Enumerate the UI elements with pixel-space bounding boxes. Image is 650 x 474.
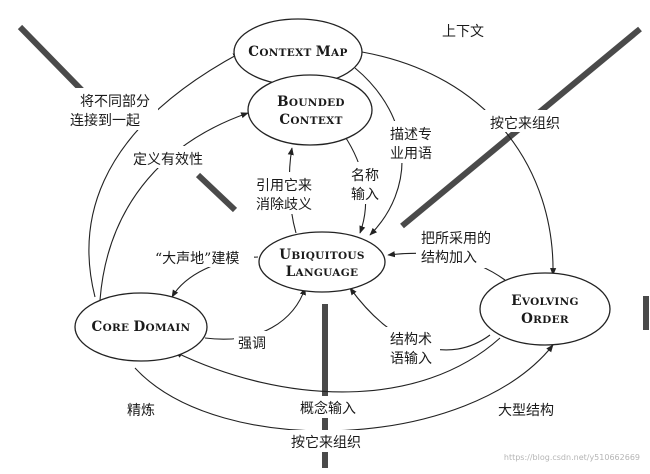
label-big-voice-model: “大声地”建模	[155, 251, 239, 267]
region-labels: 上下文 精炼 大型结构	[127, 24, 554, 419]
region-label-refine: 精炼	[127, 403, 155, 419]
label-connect-parts-line2: 连接到一起	[70, 112, 140, 129]
node-ubiquitous-language: UBIQUITOUS LANGUAGE	[258, 231, 386, 293]
edge-corecontext-map	[88, 52, 241, 298]
edge-core-ubiq	[204, 287, 306, 340]
ubiquitous-language-label-line2: LANGUAGE	[286, 264, 359, 280]
evolving-order-label-line1: EVOLVING	[511, 293, 579, 309]
label-name-input-line2: 输入	[351, 187, 379, 203]
label-organize-by-it-bottom: 按它来组织	[291, 434, 361, 451]
node-bounded-context: BOUNDED CONTEXT	[247, 74, 373, 146]
label-name-input-line1: 名称	[351, 168, 379, 184]
bounded-context-label-line2: CONTEXT	[279, 112, 342, 128]
edge-labels: 将不同部分 连接到一起 定义有效性 引用它来 消除歧义 描述专 业用语 名称 输…	[62, 88, 570, 452]
bounded-context-label-line1: BOUNDED	[277, 94, 345, 110]
label-concept-input: 概念输入	[300, 400, 356, 417]
node-core-domain: CORE DOMAIN	[74, 292, 208, 362]
label-reference-disambiguate-line2: 消除歧义	[256, 197, 312, 213]
label-describe-terms-line2: 业用语	[390, 146, 432, 162]
region-label-context: 上下文	[442, 24, 484, 40]
context-map-label: CONTEXT MAP	[248, 44, 347, 60]
label-adopted-structure-line2: 结构加入	[421, 250, 477, 266]
region-label-large-structure: 大型结构	[498, 403, 554, 419]
label-adopted-structure-line1: 把所采用的	[421, 231, 491, 247]
label-emphasize: 强调	[238, 336, 266, 352]
watermark-text: https://blog.csdn.net/y510662669	[504, 453, 640, 462]
label-connect-parts-line1: 将不同部分	[80, 94, 150, 110]
separator-bar-center-left	[195, 172, 238, 213]
edge-core-evolving	[134, 344, 554, 432]
edge-evolving-core	[174, 337, 501, 393]
label-reference-disambiguate-line1: 引用它来	[256, 177, 312, 194]
node-evolving-order: EVOLVING ORDER	[479, 272, 611, 346]
core-domain-label: CORE DOMAIN	[92, 319, 191, 335]
evolving-order-label-line2: ORDER	[521, 311, 569, 327]
label-organize-by-it-top: 按它来组织	[490, 115, 560, 132]
label-structure-terms-line2: 语输入	[390, 351, 432, 367]
node-context-map: CONTEXT MAP	[233, 18, 363, 86]
edge-map-evolving	[361, 51, 557, 276]
ubiquitous-language-label-line1: UBIQUITOUS	[279, 247, 364, 263]
label-structure-terms-line1: 结构术	[390, 332, 432, 348]
edge-core-bounded	[99, 112, 249, 301]
label-describe-terms-line1: 描述专	[390, 127, 432, 143]
label-define-validity: 定义有效性	[133, 152, 203, 168]
